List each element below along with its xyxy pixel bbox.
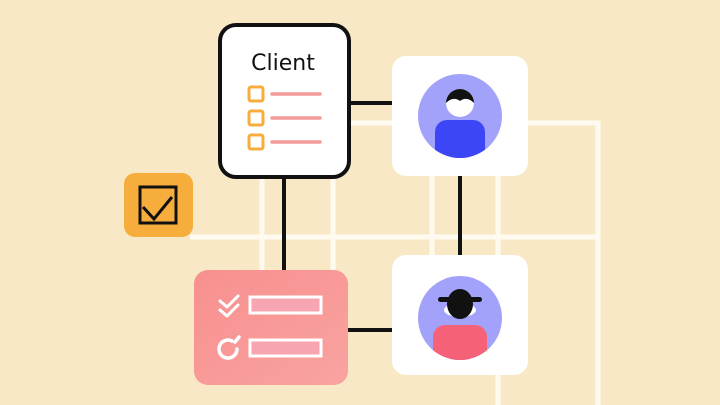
checklist-checkbox-icon xyxy=(247,133,265,151)
connector-lines xyxy=(282,101,462,332)
loading-circle-icon xyxy=(217,335,241,360)
checkbox-checked-icon xyxy=(138,185,178,225)
task-row-bar xyxy=(248,338,323,358)
user-hat-avatar-card[interactable] xyxy=(392,255,528,375)
checklist-checkbox-icon xyxy=(247,109,265,127)
user-hat-avatar-icon xyxy=(418,276,502,360)
client-card[interactable]: Client xyxy=(218,23,351,179)
background-grid-lines xyxy=(190,120,601,405)
task-row-bar xyxy=(248,295,323,315)
double-check-icon xyxy=(218,294,240,318)
user-avatar-card[interactable] xyxy=(392,56,528,176)
checkbox-tile[interactable] xyxy=(124,173,193,237)
client-card-title: Client xyxy=(251,51,315,76)
task-status-card[interactable] xyxy=(194,270,348,385)
client-checklist xyxy=(247,85,322,151)
checklist-checkbox-icon xyxy=(247,85,265,103)
